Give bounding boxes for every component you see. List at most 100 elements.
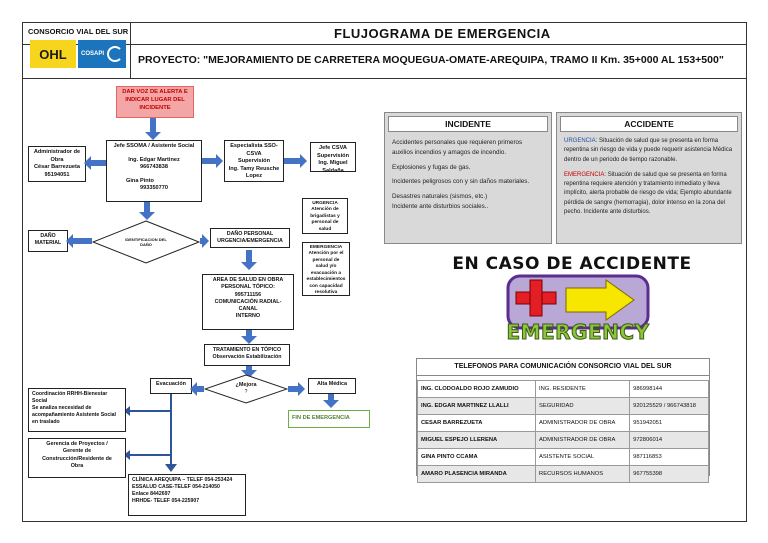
arrow-area-down bbox=[246, 330, 252, 338]
dano-material-box: DAÑO MATERIAL bbox=[28, 230, 68, 252]
arrow-to-admin bbox=[88, 160, 106, 166]
arrow-tratamiento-down bbox=[246, 366, 252, 372]
gerencia-line3: Construcción/Residente de bbox=[42, 455, 112, 462]
especialista-line1: Especialista SSO-CSVA bbox=[230, 143, 278, 157]
arrow-head bbox=[124, 450, 130, 460]
arrow-ssoma-down bbox=[144, 202, 150, 214]
clinicas-box: CLÍNICA AREQUIPA – TELEF 054-253424 ESSA… bbox=[128, 474, 246, 516]
phone-cell-name: ING. CLODOALDO ROJO ZAMUDIO bbox=[416, 380, 537, 398]
gerencia-line4: Obra bbox=[70, 462, 84, 469]
ohl-logo-text: OHL bbox=[39, 46, 67, 62]
area-salud-line2: PERSONAL TÓPICO: bbox=[221, 284, 275, 291]
jefe-ssoma-line4: 993350770 bbox=[140, 185, 168, 192]
arrow-to-jefe-csva bbox=[284, 158, 302, 164]
arrow-head bbox=[190, 382, 197, 396]
arrow-head bbox=[139, 212, 155, 220]
area-salud-line4: COMUNICACIÓN RADIAL-CANAL bbox=[214, 298, 282, 313]
arrow-head bbox=[145, 132, 161, 140]
especialista-line4: Lopez bbox=[245, 173, 263, 180]
phone-cell-role: ASISTENTE SOCIAL bbox=[535, 448, 631, 466]
evacuacion-text: Evacuación bbox=[156, 381, 186, 387]
urgencia-label: URGENCIA: bbox=[564, 138, 598, 144]
incidente-p1: Accidentes personales que requieren prim… bbox=[392, 139, 523, 156]
phone-cell-name: GINA PINTO CCAMA bbox=[416, 448, 537, 466]
arrow-head bbox=[202, 234, 209, 248]
arrow-alert-down bbox=[150, 118, 156, 134]
mejora-question: ? bbox=[244, 389, 248, 395]
alert-text: DAR VOZ DE ALERTA E INDICAR LUGAR DEL IN… bbox=[122, 89, 188, 111]
dano-personal-text: DAÑO PERSONAL URGENCIA/EMERGENCIA bbox=[217, 231, 283, 245]
alta-medica-box: Alta Médica bbox=[308, 378, 356, 394]
phones-panel: TELEFONOS PARA COMUNICACIÓN CONSORCIO VI… bbox=[416, 358, 710, 483]
emergencia-text: Atención por el personal de salud y/o ev… bbox=[306, 251, 346, 296]
page-frame bbox=[22, 22, 747, 522]
tratamiento-line1: TRATAMIENTO EN TÓPICO bbox=[212, 347, 282, 353]
dano-personal-box: DAÑO PERSONAL URGENCIA/EMERGENCIA bbox=[210, 228, 290, 248]
phones-title: TELEFONOS PARA COMUNICACIÓN CONSORCIO VI… bbox=[417, 359, 709, 376]
jefe-ssoma-line1: Ing. Edgar Martinez bbox=[128, 156, 180, 163]
incidente-p4: Desastres naturales (sismos, etc.) bbox=[392, 193, 488, 200]
especialista-line3: Ing. Tamy Reusche bbox=[228, 165, 280, 172]
accidente-panel: ACCIDENTE URGENCIA: Situación de salud q… bbox=[556, 112, 742, 244]
incidente-title: INCIDENTE bbox=[388, 116, 548, 132]
rrhh-box: Coordinación RRHH-Bienestar Social Se an… bbox=[28, 388, 126, 432]
urgencia-title: URGENCIA bbox=[312, 201, 338, 206]
urgencia-box: URGENCIA Atención de brigadistas y perso… bbox=[302, 198, 348, 234]
jefe-csva-line2: Supervisión bbox=[316, 152, 350, 159]
phone-cell-name: ING. EDGAR MARTINEZ LLALLI bbox=[416, 397, 537, 415]
mejora-label: ¿Mejora bbox=[235, 382, 257, 388]
emergency-graphic: EMERGENCY bbox=[498, 274, 658, 354]
phone-cell-role: ADMINISTRADOR DE OBRA bbox=[535, 414, 631, 432]
arrow-head bbox=[66, 234, 73, 248]
tratamiento-line2: Observación Estabilización bbox=[212, 354, 282, 361]
ohl-logo: OHL bbox=[30, 40, 76, 68]
area-salud-line5: INTERNO bbox=[235, 313, 261, 320]
arrow-head bbox=[300, 154, 307, 168]
clinicas-line3: Enlace 8442697 bbox=[132, 491, 171, 498]
phone-cell-role: ADMINISTRADOR DE OBRA bbox=[535, 431, 631, 449]
identificacion-diamond bbox=[92, 220, 200, 264]
accidente-title: ACCIDENTE bbox=[560, 116, 738, 132]
gerencia-line2: Gerente de bbox=[62, 448, 92, 455]
arrow-head bbox=[241, 336, 257, 344]
phone-cell-phone: 967755398 bbox=[629, 465, 709, 483]
area-salud-box: AREA DE SALUD EN OBRA PERSONAL TÓPICO: 9… bbox=[202, 274, 294, 330]
especialista-line2: Supervisión bbox=[237, 158, 271, 165]
accidente-emergencia: EMERGENCIA: Situación de salud que se pr… bbox=[564, 171, 734, 217]
rrhh-line2: Se analiza necesidad de acompañamiento A… bbox=[32, 405, 116, 426]
evac-line-gerencia bbox=[128, 454, 170, 456]
emergencia-label: EMERGENCIA: bbox=[564, 171, 607, 178]
phone-cell-phone: 951942051 bbox=[629, 414, 709, 432]
incidente-p3: Incidentes peligrosos con y sin daños ma… bbox=[392, 178, 530, 186]
admin-obra-line2: César Barrezueta bbox=[33, 164, 81, 171]
cosapi-logo-text: COSAPI bbox=[80, 51, 104, 57]
arrow-head bbox=[241, 262, 257, 270]
gerencia-box: Gerencia de Proyectos / Gerente de Const… bbox=[28, 438, 126, 478]
cosapi-swirl-icon bbox=[107, 46, 123, 62]
arrow-head bbox=[323, 400, 339, 408]
evacuacion-box: Evacuación bbox=[150, 378, 192, 394]
clinicas-line4: HRHDE- TELEF 054-225907 bbox=[132, 498, 200, 505]
phone-cell-role: RECURSOS HUMANOS bbox=[535, 465, 631, 483]
arrow-to-especialista bbox=[202, 158, 218, 164]
incidente-p5: Incidente ante disturbios sociales.. bbox=[392, 202, 489, 210]
gerencia-line1: Gerencia de Proyectos / bbox=[46, 441, 108, 447]
phone-cell-name: AMARO PLASENCIA MIRANDA bbox=[416, 465, 537, 483]
arrow-head bbox=[216, 154, 223, 168]
phone-cell-phone: 986998144 bbox=[629, 380, 709, 398]
incidente-p2: Explosiones y fugas de gas. bbox=[392, 163, 471, 171]
jefe-ssoma-line2: 966743838 bbox=[140, 164, 168, 171]
cosapi-logo: COSAPI bbox=[78, 40, 126, 68]
area-salud-line3: 995711156 bbox=[234, 291, 262, 298]
tratamiento-box: TRATAMIENTO EN TÓPICO Observación Estabi… bbox=[204, 344, 290, 366]
evac-vertical-line bbox=[170, 394, 172, 466]
emergency-icon bbox=[506, 274, 650, 330]
arrow-head bbox=[84, 156, 91, 170]
header-divider-3 bbox=[130, 22, 131, 78]
fin-emergencia-text: FIN DE EMERGENCIA bbox=[292, 415, 350, 421]
mejora-diamond bbox=[204, 374, 288, 404]
jefe-csva-box: Jefe CSVA Supervisión Ing. Miguel Saldañ… bbox=[310, 142, 356, 174]
